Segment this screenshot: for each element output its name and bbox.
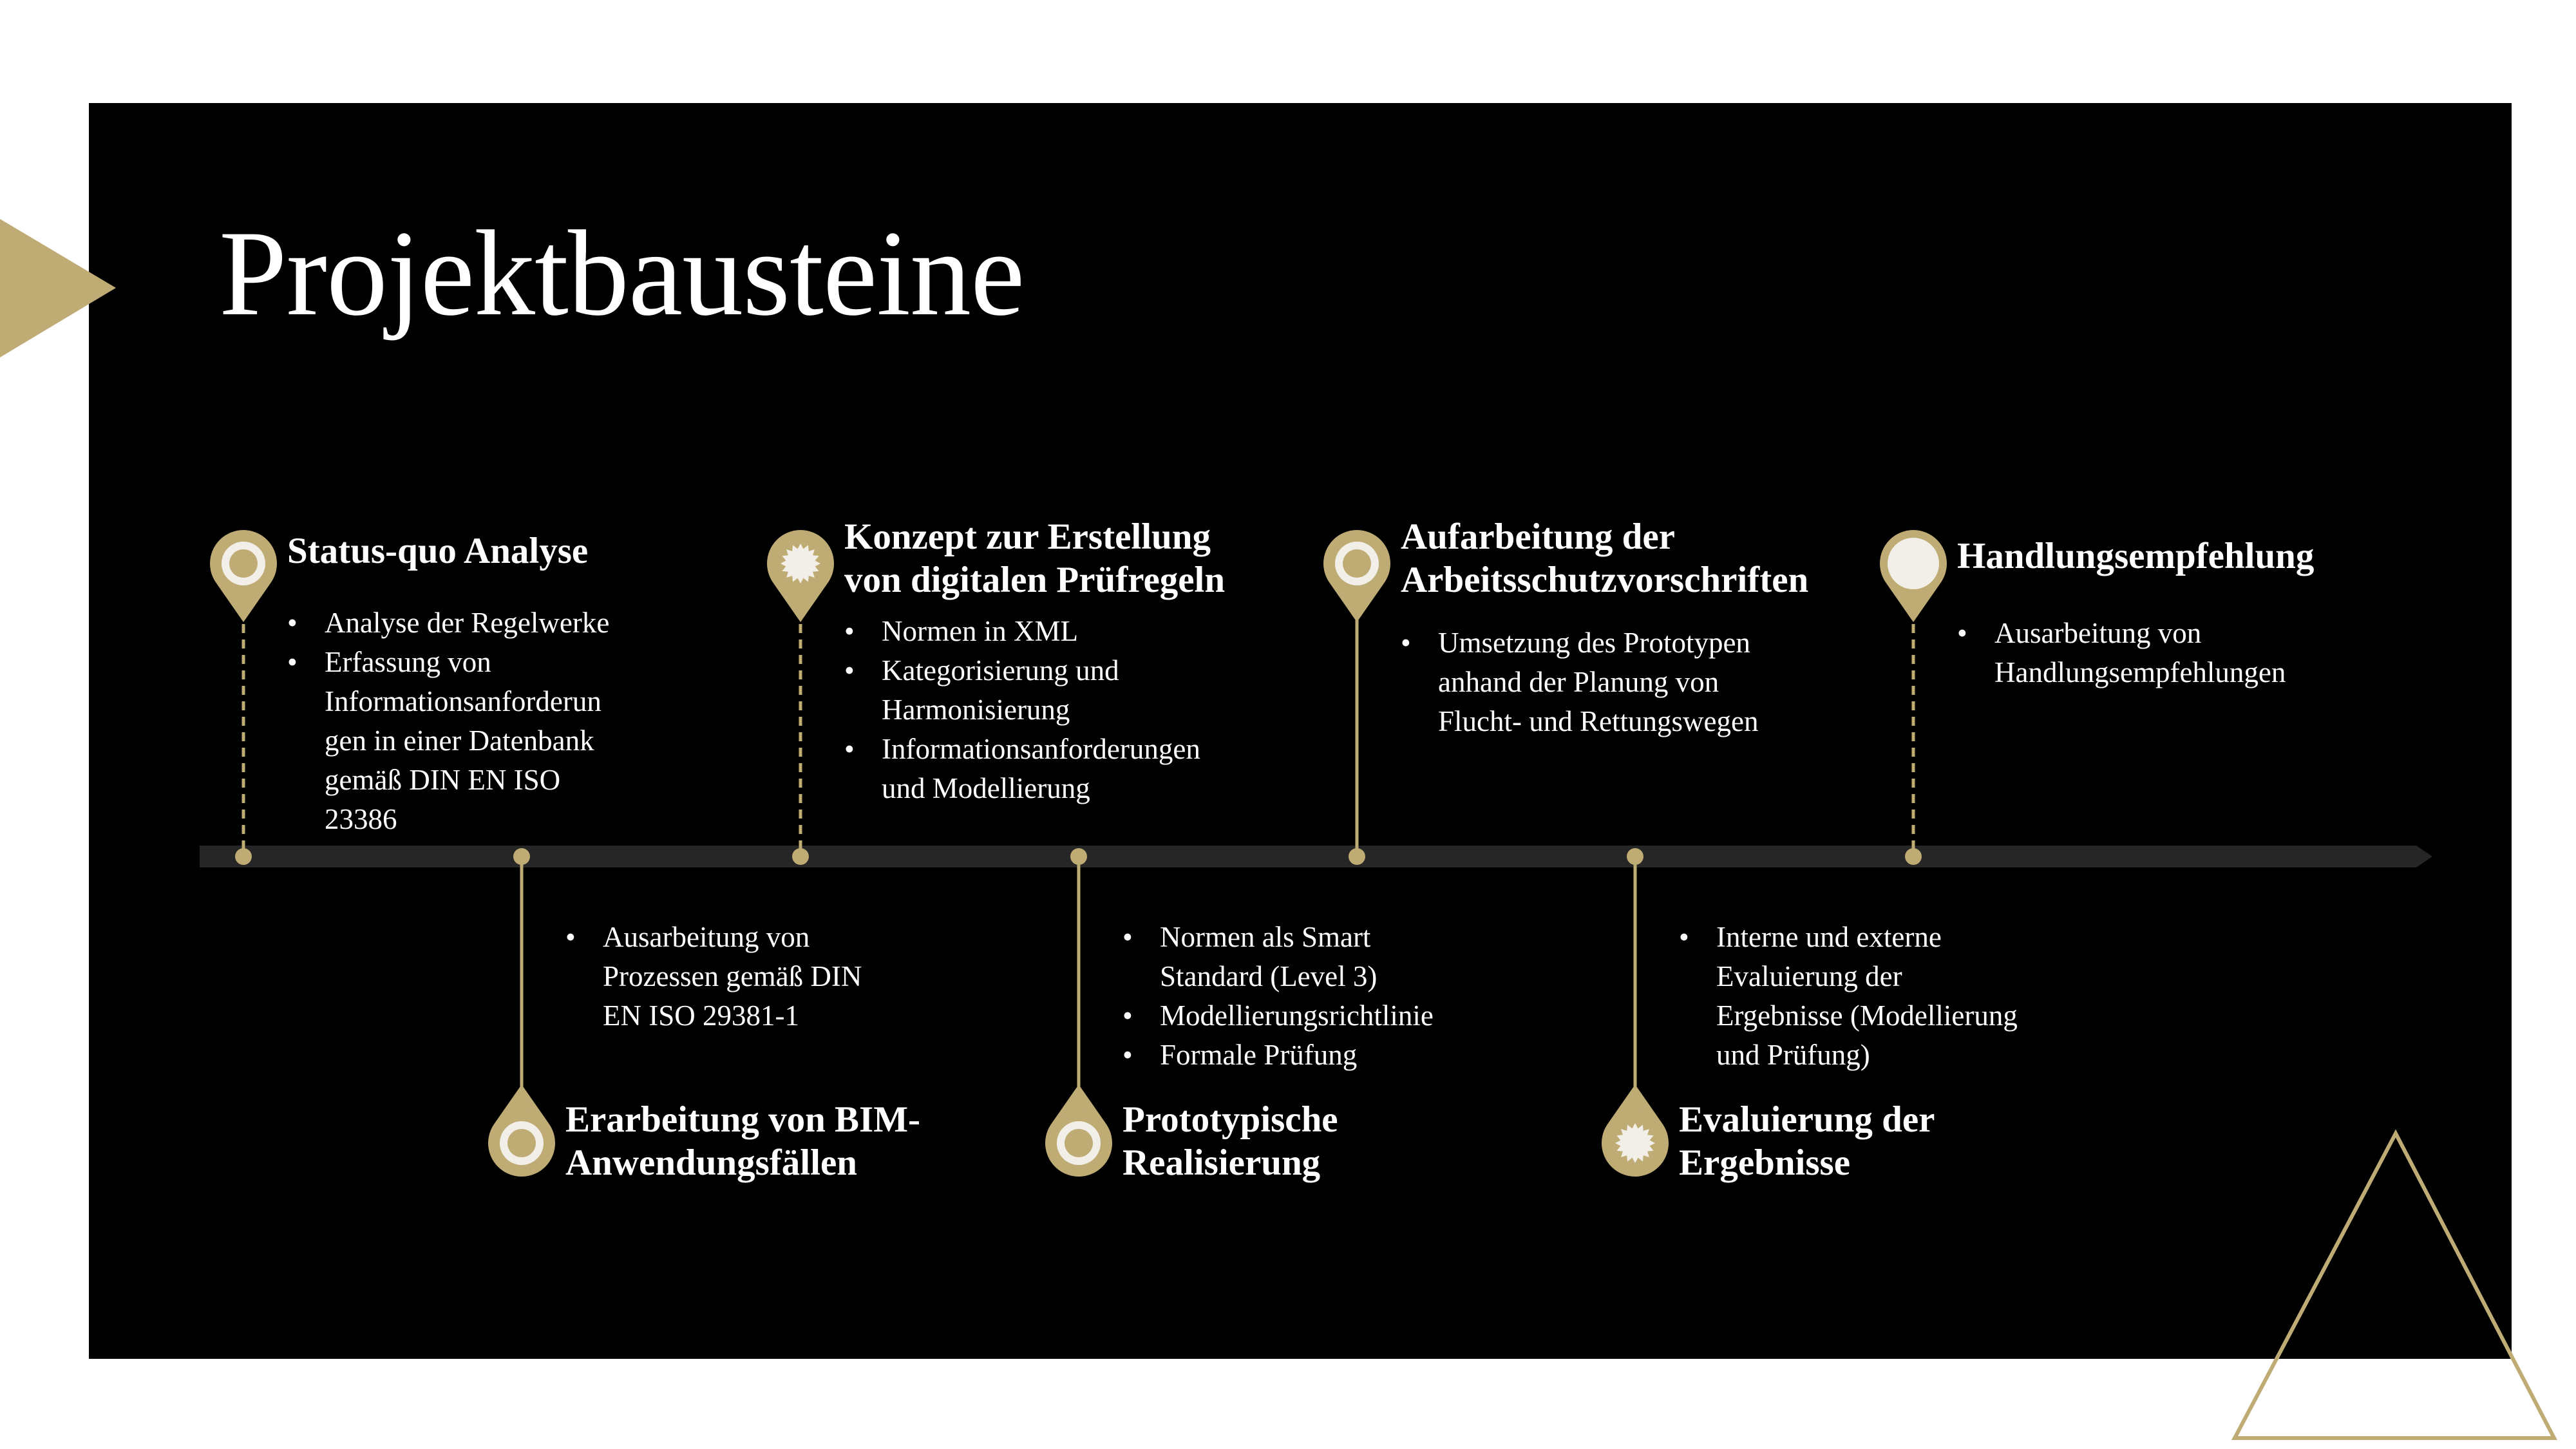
milestone-bullets-arbeitsschutz: Umsetzung des Prototypen anhand der Planu… [1401, 623, 1850, 741]
ring-pin-icon [1045, 1084, 1112, 1177]
bullet-line: Ausarbeitung von [1994, 617, 2202, 649]
bullet-line: anhand der Planung von [1438, 666, 1719, 698]
bullet-line: Normen als Smart [1160, 921, 1371, 953]
bullet-item: Normen in XML [844, 612, 1294, 651]
ring-pin-icon [1323, 530, 1390, 622]
milestone-title-line: Status-quo Analyse [287, 531, 589, 571]
bullet-line: Analyse der Regelwerke [325, 607, 610, 639]
bullet-line: Kategorisierung und [882, 654, 1119, 687]
milestone-title-bim-anwendungsfaelle: Erarbeitung von BIM-Anwendungsfällen [565, 1098, 920, 1184]
ring-pin-icon [488, 1084, 555, 1177]
milestone-bullets-status-quo: Analyse der RegelwerkeErfassung vonInfor… [287, 603, 685, 839]
milestone-title-line: Evaluierung der [1679, 1099, 1935, 1140]
outline-triangle [2231, 1129, 2557, 1440]
bullet-line: 23386 [325, 803, 397, 835]
timeline-dot-bim-anwendungsfaelle [513, 848, 530, 865]
bullet-line: Informationsanforderungen [882, 733, 1200, 765]
bullet-line: Ausarbeitung von [603, 921, 810, 953]
bullet-line: Formale Prüfung [1160, 1039, 1358, 1071]
milestone-title-line: Realisierung [1122, 1142, 1321, 1183]
filled-circle-pin-icon [1880, 530, 1947, 622]
bullet-line: gemäß DIN EN ISO [325, 764, 561, 796]
bullet-line: Flucht- und Rettungswegen [1438, 705, 1759, 737]
sunburst-pin-icon [1602, 1084, 1669, 1177]
bullet-line: Informationsanforderun [325, 685, 601, 717]
bullet-item: Umsetzung des Prototypen anhand der Planu… [1401, 623, 1850, 741]
milestone-title-status-quo: Status-quo Analyse [287, 529, 588, 573]
ring-pin-icon [210, 530, 277, 622]
bullet-item: Modellierungsrichtlinie [1122, 996, 1520, 1036]
milestone-title-line: Handlungsempfehlung [1957, 536, 2315, 576]
slide-title: Projektbausteine [219, 206, 1025, 341]
bullet-line: Interne und externe [1716, 921, 1942, 953]
timeline-dot-pruefregeln [792, 848, 809, 865]
bullet-line: Modellierungsrichtlinie [1160, 999, 1434, 1032]
timeline-dot-prototyp [1070, 848, 1087, 865]
timeline-dot-handlungsempfehlung [1905, 848, 1922, 865]
milestone-title-line: Ergebnisse [1679, 1142, 1851, 1183]
bullet-line: und Prüfung) [1716, 1039, 1870, 1071]
bullet-line: Standard (Level 3) [1160, 960, 1378, 992]
bullet-line: Erfassung von [325, 646, 491, 678]
bullet-line: und Modellierung [882, 772, 1090, 804]
milestone-title-line: Anwendungsfällen [565, 1142, 857, 1183]
bullet-line: EN ISO 29381-1 [603, 999, 799, 1032]
bullet-line: Handlungsempfehlungen [1994, 656, 2286, 688]
milestone-title-handlungsempfehlung: Handlungsempfehlung [1957, 535, 2314, 578]
bullet-line: Harmonisierung [882, 694, 1070, 726]
milestone-title-line: Erarbeitung von BIM- [565, 1099, 921, 1140]
bullet-line: Ergebnisse (Modellierung [1716, 999, 2018, 1032]
bullet-item: Analyse der Regelwerke [287, 603, 685, 643]
milestone-title-line: Aufarbeitung der [1401, 516, 1675, 557]
milestone-title-line: Arbeitsschutzvorschriften [1401, 560, 1809, 600]
timeline-dot-arbeitsschutz [1349, 848, 1365, 865]
bullet-item: Informationsanforderungen und Modellierun… [844, 730, 1294, 808]
bullet-line: gen in einer Datenbank [325, 724, 594, 757]
bullet-item: Formale Prüfung [1122, 1036, 1520, 1075]
sunburst-pin-icon [767, 530, 834, 622]
bullet-line: Normen in XML [882, 615, 1078, 647]
bullet-line: Prozessen gemäß DIN [603, 960, 862, 992]
milestone-title-line: Konzept zur Erstellung [844, 516, 1211, 557]
gold-triangle-arrow [0, 219, 116, 357]
milestone-bullets-pruefregeln: Normen in XML Kategorisierung undHarmonis… [844, 612, 1294, 808]
milestone-title-line: von digitalen Prüfregeln [844, 560, 1226, 600]
timeline-dot-status-quo [235, 848, 252, 865]
bullet-line: Evaluierung der [1716, 960, 1902, 992]
timeline-track [200, 846, 2432, 867]
bullet-line: Umsetzung des Prototypen [1438, 627, 1750, 659]
milestone-title-line: Prototypische [1122, 1099, 1338, 1140]
timeline-dot-evaluierung [1627, 848, 1643, 865]
